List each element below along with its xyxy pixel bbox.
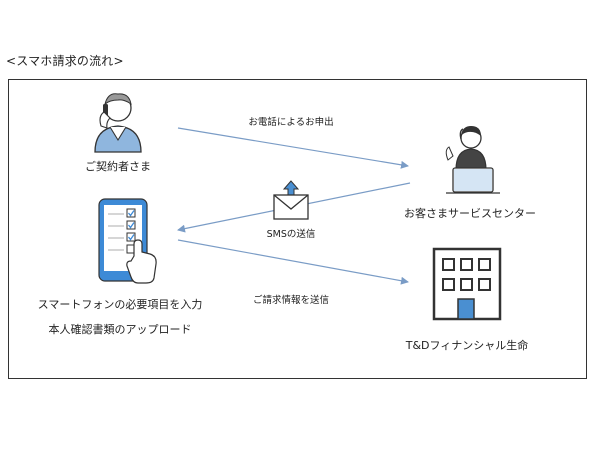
phone-request-label: お電話によるお申出 [248,117,334,128]
contractor-label: ご契約者さま [85,160,151,173]
claim-info-label: ご請求情報を送信 [252,295,330,306]
operator-icon [445,126,500,194]
building-icon [432,247,502,321]
service-center-label: お客さまサービスセンター [404,207,536,220]
smartphone-label-line1: スマートフォンの必要項目を入力 [37,298,203,311]
contractor-person-icon [94,93,142,153]
diagram-title: <スマホ請求の流れ> [6,54,124,68]
smartphone-label-line2: 本人確認書類のアップロード [48,323,192,336]
envelope-icon [273,180,309,220]
company-label: T&Dフィナンシャル生命 [405,339,529,352]
arrow-phone-request [177,127,409,169]
diagram-frame [8,79,587,379]
smartphone-icon [98,198,157,284]
sms-label: SMSの送信 [266,229,316,240]
arrow-claim-info [177,239,409,285]
